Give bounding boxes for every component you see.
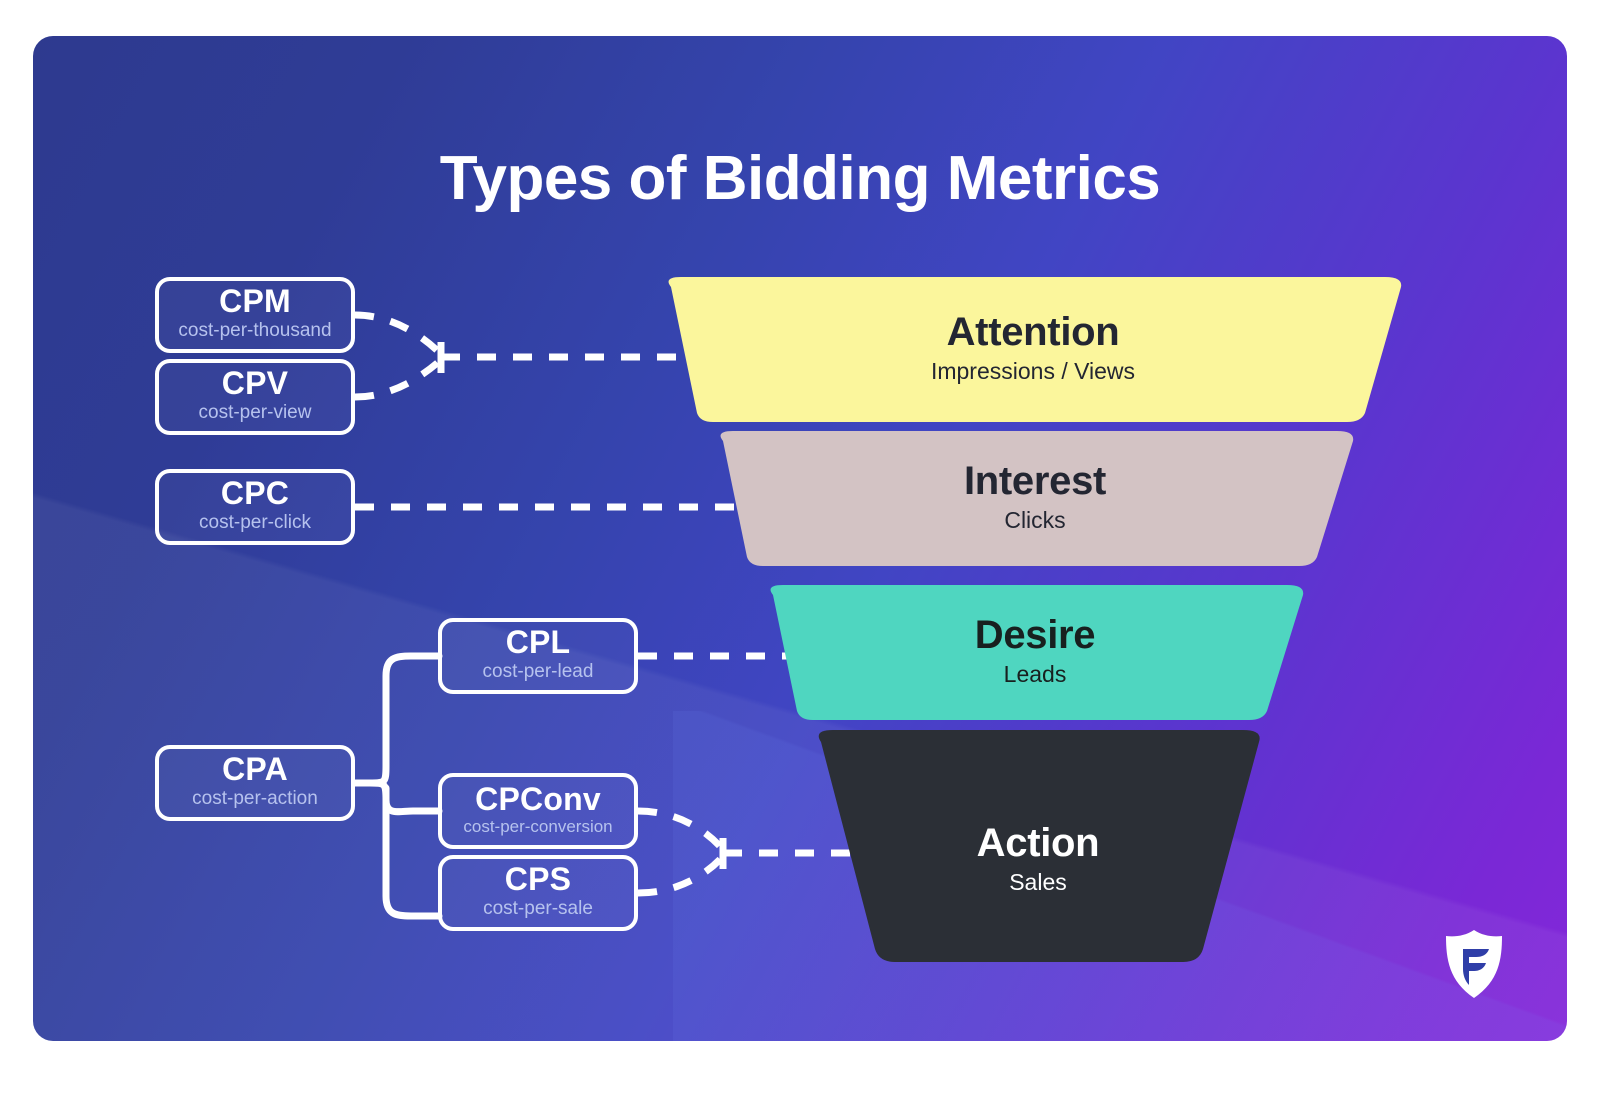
metric-full-name: cost-per-lead [482, 660, 594, 682]
metric-abbr: CPC [220, 475, 290, 512]
funnel-shape-interest [720, 431, 1354, 566]
metric-box-cps[interactable]: CPS cost-per-sale [438, 855, 638, 931]
funnel-stage-interest: Interest Clicks [705, 431, 1365, 566]
metric-abbr: CPL [505, 624, 571, 661]
funnel-stage-title: Interest [963, 459, 1107, 504]
metric-box-cpv[interactable]: CPV cost-per-view [155, 359, 355, 435]
funnel-shape-attention [668, 277, 1402, 422]
metric-full-name: cost-per-click [199, 511, 311, 533]
funnel-stage-title: Action [976, 820, 1100, 865]
funnel-stage-title: Desire [974, 613, 1096, 658]
funnel-shape-action [818, 730, 1260, 962]
funnel-stage-desire: Desire Leads [755, 585, 1315, 720]
funnel-stage-attention: Attention Impressions / Views [653, 277, 1413, 422]
funnel-stage-title: Attention [946, 310, 1120, 355]
metric-abbr: CPConv [475, 780, 601, 817]
funnel-stage-action: Action Sales [803, 730, 1273, 962]
metric-full-name: cost-per-sale [483, 897, 593, 919]
metric-box-cpc[interactable]: CPC cost-per-click [155, 469, 355, 545]
metric-box-cpa[interactable]: CPA cost-per-action [155, 745, 355, 821]
metric-abbr: CPS [504, 861, 572, 898]
metric-full-name: cost-per-conversion [463, 817, 613, 837]
metric-box-cpl[interactable]: CPL cost-per-lead [438, 618, 638, 694]
infographic-card: Types of Bidding Metrics [33, 36, 1567, 1041]
funnel-shape-desire [770, 585, 1304, 720]
funnel-stage-metric: Sales [1009, 868, 1067, 895]
metric-full-name: cost-per-action [192, 787, 318, 809]
funnel-stage-metric: Impressions / Views [930, 358, 1136, 385]
metric-box-cpm[interactable]: CPM cost-per-thousand [155, 277, 355, 353]
metric-full-name: cost-per-view [198, 401, 312, 423]
metric-box-cpconv[interactable]: CPConv cost-per-conversion [438, 773, 638, 849]
funnel-stage-metric: Clicks [1004, 507, 1066, 534]
funnel-stage-metric: Leads [1003, 661, 1067, 688]
shield-f-logo-icon [1446, 930, 1502, 998]
page-title: Types of Bidding Metrics [439, 144, 1161, 213]
metric-abbr: CPV [221, 365, 289, 402]
metric-full-name: cost-per-thousand [178, 319, 332, 341]
metric-abbr: CPA [222, 751, 288, 788]
metric-abbr: CPM [219, 283, 291, 320]
